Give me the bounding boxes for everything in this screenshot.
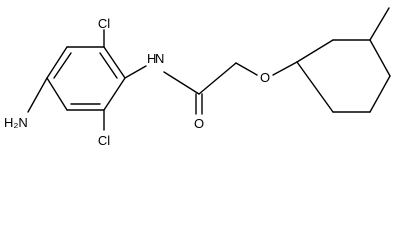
bond-ring-to-nitrogen (124, 65, 147, 79)
ring-double-bond-inner-2 (53, 52, 72, 79)
bond-ring-to-methyl (369, 7, 390, 41)
atom-label-cl-top: Cl (98, 16, 110, 31)
bond-ch2-to-ether-o (235, 62, 258, 76)
bond-ether-o-to-ring (272, 61, 298, 76)
atom-label-nitrogen-amide: N (155, 51, 164, 66)
atom-label-hydrogen-amide: H (147, 51, 156, 66)
ring-bond-c6-c1 (103, 77, 126, 111)
ring-bond-c1-c2 (103, 46, 126, 79)
ring-bond-c4-c5 (46, 77, 68, 111)
molecule-structure-diagram: Cl Cl H N O O H₂N (4, 7, 391, 148)
structure-canvas: Cl Cl H N O O H₂N (4, 7, 391, 148)
atom-label-oxygen-ether: O (260, 70, 270, 85)
cyclohexane-bond-3 (369, 39, 391, 77)
atom-label-oxygen-carbonyl: O (194, 116, 204, 131)
atom-label-amino-group: H₂N (4, 115, 28, 130)
bond-carbonyl-c-to-ch2 (198, 62, 237, 95)
cyclohexane-bond-1 (296, 39, 334, 63)
atom-label-cl-bottom: Cl (98, 133, 110, 148)
bond-ring-to-amino (27, 77, 48, 113)
ring-bond-c3-c4 (46, 46, 68, 79)
cyclohexane-bond-6 (296, 61, 334, 113)
benzene-ring (46, 46, 126, 111)
ring-double-bond-inner-1 (99, 52, 118, 79)
cyclohexane-ring (296, 39, 391, 113)
cyclohexane-bond-4 (369, 75, 391, 113)
bond-nitrogen-to-carbonyl-c (163, 71, 200, 95)
